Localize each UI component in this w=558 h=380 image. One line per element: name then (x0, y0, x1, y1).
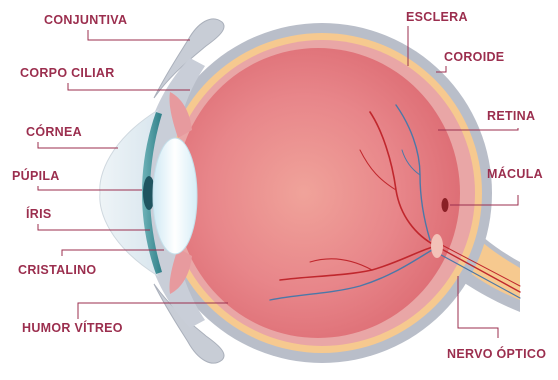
label-esclera: ESCLERA (406, 10, 468, 24)
lens (153, 138, 197, 254)
label-humor-vitreo: HUMOR VÍTREO (22, 321, 123, 335)
label-retina: RETINA (487, 109, 535, 123)
label-corpo-ciliar: CORPO CILIAR (20, 66, 115, 80)
label-conjuntiva: CONJUNTIVA (44, 13, 127, 27)
label-cornea: CÓRNEA (26, 125, 82, 139)
optic-disc (431, 234, 443, 258)
label-cristalino: CRISTALINO (18, 263, 96, 277)
macula (442, 198, 449, 212)
label-nervo-optico: NERVO ÓPTICO (447, 347, 546, 361)
label-coroide: COROIDE (444, 50, 504, 64)
label-macula: MÁCULA (487, 167, 543, 181)
label-pupila: PÚPILA (12, 169, 60, 183)
vitreous-humor (176, 48, 460, 338)
label-iris: ÍRIS (26, 207, 52, 221)
